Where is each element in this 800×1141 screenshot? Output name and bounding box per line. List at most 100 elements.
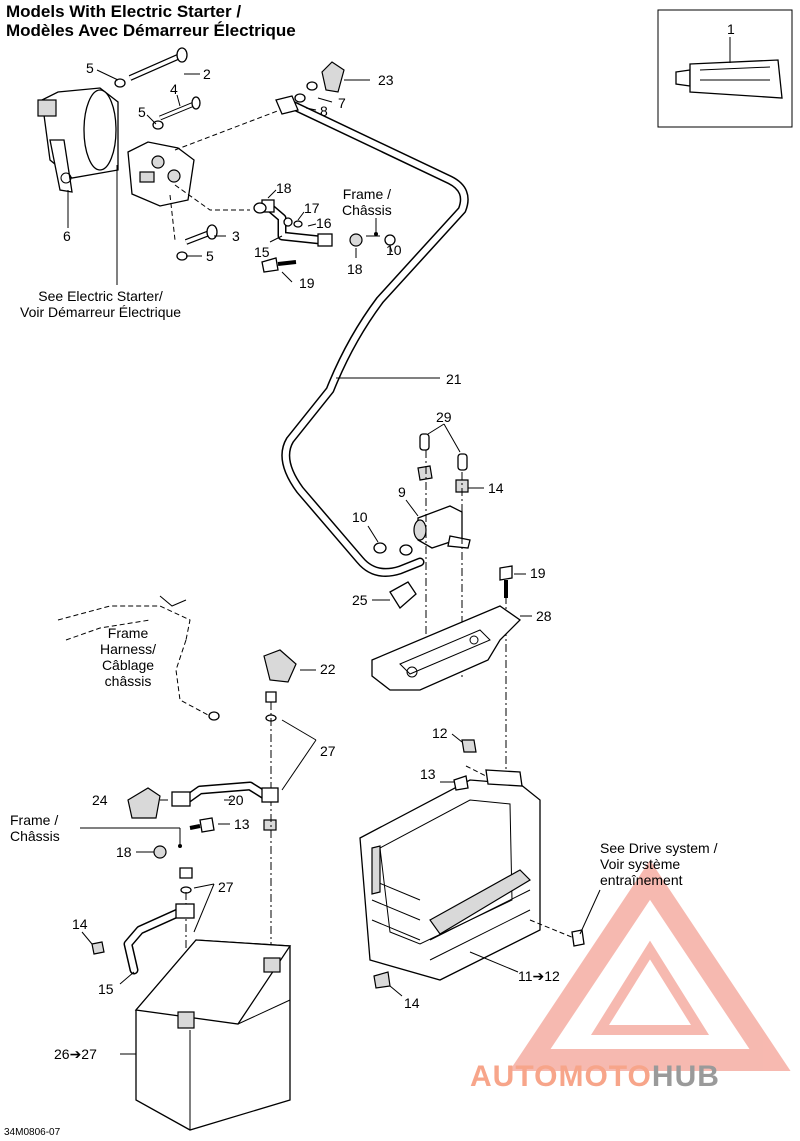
part-13-bolt-left xyxy=(189,817,215,833)
part-label-2: 2 xyxy=(203,66,211,82)
part-label-29: 29 xyxy=(436,409,452,425)
watermark-logo xyxy=(509,860,791,1071)
part-29-caps xyxy=(419,433,468,471)
part-label-10a: 10 xyxy=(386,242,402,258)
note-frame-left-line2: Châssis xyxy=(10,828,60,844)
part-label-19a: 19 xyxy=(299,275,315,291)
note-drive-line3: entraînement xyxy=(600,872,683,888)
note-harness-line4: châssis xyxy=(104,673,152,689)
bolt-3 xyxy=(184,224,218,245)
part-label-7: 7 xyxy=(338,95,346,111)
bolt-2 xyxy=(128,47,188,81)
note-harness: Frame Harness/ Câblage châssis xyxy=(100,625,156,689)
diagram-code: 34M0806-07 xyxy=(4,1127,61,1138)
watermark-part3: HUB xyxy=(651,1060,720,1093)
part-label-21: 21 xyxy=(446,371,462,387)
bolt-4 xyxy=(159,96,201,121)
part-14-nut-bottom xyxy=(373,971,403,997)
watermark-part1: AUTO xyxy=(470,1060,559,1093)
part-label-25: 25 xyxy=(352,592,368,608)
note-drive-line1: See Drive system / xyxy=(600,840,718,856)
part-label-20: 20 xyxy=(228,792,244,808)
part-28-bracket xyxy=(371,605,522,691)
small-fasteners-top xyxy=(253,202,396,273)
part-label-15b: 15 xyxy=(98,981,114,997)
part-label-10b: 10 xyxy=(352,509,368,525)
part-label-14c: 14 xyxy=(404,995,420,1011)
parts-7-8 xyxy=(294,81,318,103)
part-label-23: 23 xyxy=(378,72,394,88)
part-19-bolt-mid xyxy=(499,565,513,598)
note-starter: See Electric Starter/ Voir Démarreur Éle… xyxy=(20,288,181,320)
note-starter-line1: See Electric Starter/ xyxy=(38,288,163,304)
washers-5 xyxy=(114,78,188,261)
part-label-26: 26➔27 xyxy=(54,1046,97,1062)
part-label-27b: 27 xyxy=(218,879,234,895)
part-label-24: 24 xyxy=(92,792,108,808)
part-label-4: 4 xyxy=(170,81,178,97)
cable-15-bottom xyxy=(81,903,195,985)
part-label-1: 1 xyxy=(727,21,735,37)
part-label-13a: 13 xyxy=(420,766,436,782)
part-label-14b: 14 xyxy=(72,916,88,932)
note-frame-top-line1: Frame / xyxy=(342,186,392,202)
part-label-13b: 13 xyxy=(234,816,250,832)
part-10-nut-mid xyxy=(373,542,413,556)
note-drive-line2: Voir système xyxy=(600,856,681,872)
watermark-text: AUTOMOTOHUB xyxy=(470,1060,720,1094)
part-18-star-left xyxy=(153,845,167,859)
part-label-8: 8 xyxy=(320,103,328,119)
note-frame-top: Frame / Châssis xyxy=(342,186,392,218)
part-label-19b: 19 xyxy=(530,565,546,581)
note-frame-left: Frame / Châssis xyxy=(10,812,60,844)
part-9-relay xyxy=(413,505,471,549)
part-label-18a: 18 xyxy=(276,180,292,196)
part-label-27a: 27 xyxy=(320,743,336,759)
cable-15-top xyxy=(261,199,333,247)
part-label-9: 9 xyxy=(398,484,406,500)
leaders-mid xyxy=(367,423,532,770)
note-frame-left-line1: Frame / xyxy=(10,812,59,828)
drive-system-link xyxy=(469,889,601,973)
note-starter-line2: Voir Démarreur Électrique xyxy=(20,304,182,320)
part-label-3: 3 xyxy=(232,228,240,244)
note-harness-line3: Câblage xyxy=(101,657,155,673)
starter-solenoid xyxy=(127,141,195,207)
part-11-battery-box xyxy=(359,769,541,981)
part-label-6: 6 xyxy=(63,228,71,244)
part-label-18b: 18 xyxy=(347,261,363,277)
part-26-battery xyxy=(120,939,292,1131)
note-frame-top-line2: Châssis xyxy=(342,202,392,218)
cable-21 xyxy=(275,95,469,577)
leaders-top xyxy=(67,69,440,379)
note-drive: See Drive system / Voir système entraîne… xyxy=(600,840,717,888)
leaders-left xyxy=(80,799,232,853)
part-label-17: 17 xyxy=(304,200,320,216)
note-harness-line1: Frame xyxy=(107,625,149,641)
part-14-nuts-mid xyxy=(417,465,469,493)
part-25-boot xyxy=(389,581,417,609)
diagram-title-line1: Models With Electric Starter / xyxy=(6,2,242,21)
note-harness-line2: Harness/ xyxy=(100,641,157,657)
part-6-starter-motor xyxy=(37,87,119,193)
part-23-cap xyxy=(321,61,345,93)
part-22-cap xyxy=(263,649,316,683)
part-label-15a: 15 xyxy=(254,244,270,260)
dashed-links-top xyxy=(169,109,281,241)
part-24-cover xyxy=(127,787,161,819)
part-label-16: 16 xyxy=(316,215,332,231)
part-label-12: 12 xyxy=(432,725,448,741)
part-label-28: 28 xyxy=(536,608,552,624)
part-label-5b: 5 xyxy=(138,104,146,120)
watermark-part2: MOTO xyxy=(558,1060,652,1093)
part-label-18c: 18 xyxy=(116,844,132,860)
part-13-bolt-right xyxy=(440,765,487,791)
part-label-14a: 14 xyxy=(488,480,504,496)
frame-harness xyxy=(57,595,220,721)
part-12-nut xyxy=(451,733,477,753)
part-label-5c: 5 xyxy=(206,248,214,264)
diagram-title-line2: Modèles Avec Démarreur Électrique xyxy=(6,21,296,40)
part-label-22: 22 xyxy=(320,661,336,677)
cable-20 xyxy=(171,781,279,807)
